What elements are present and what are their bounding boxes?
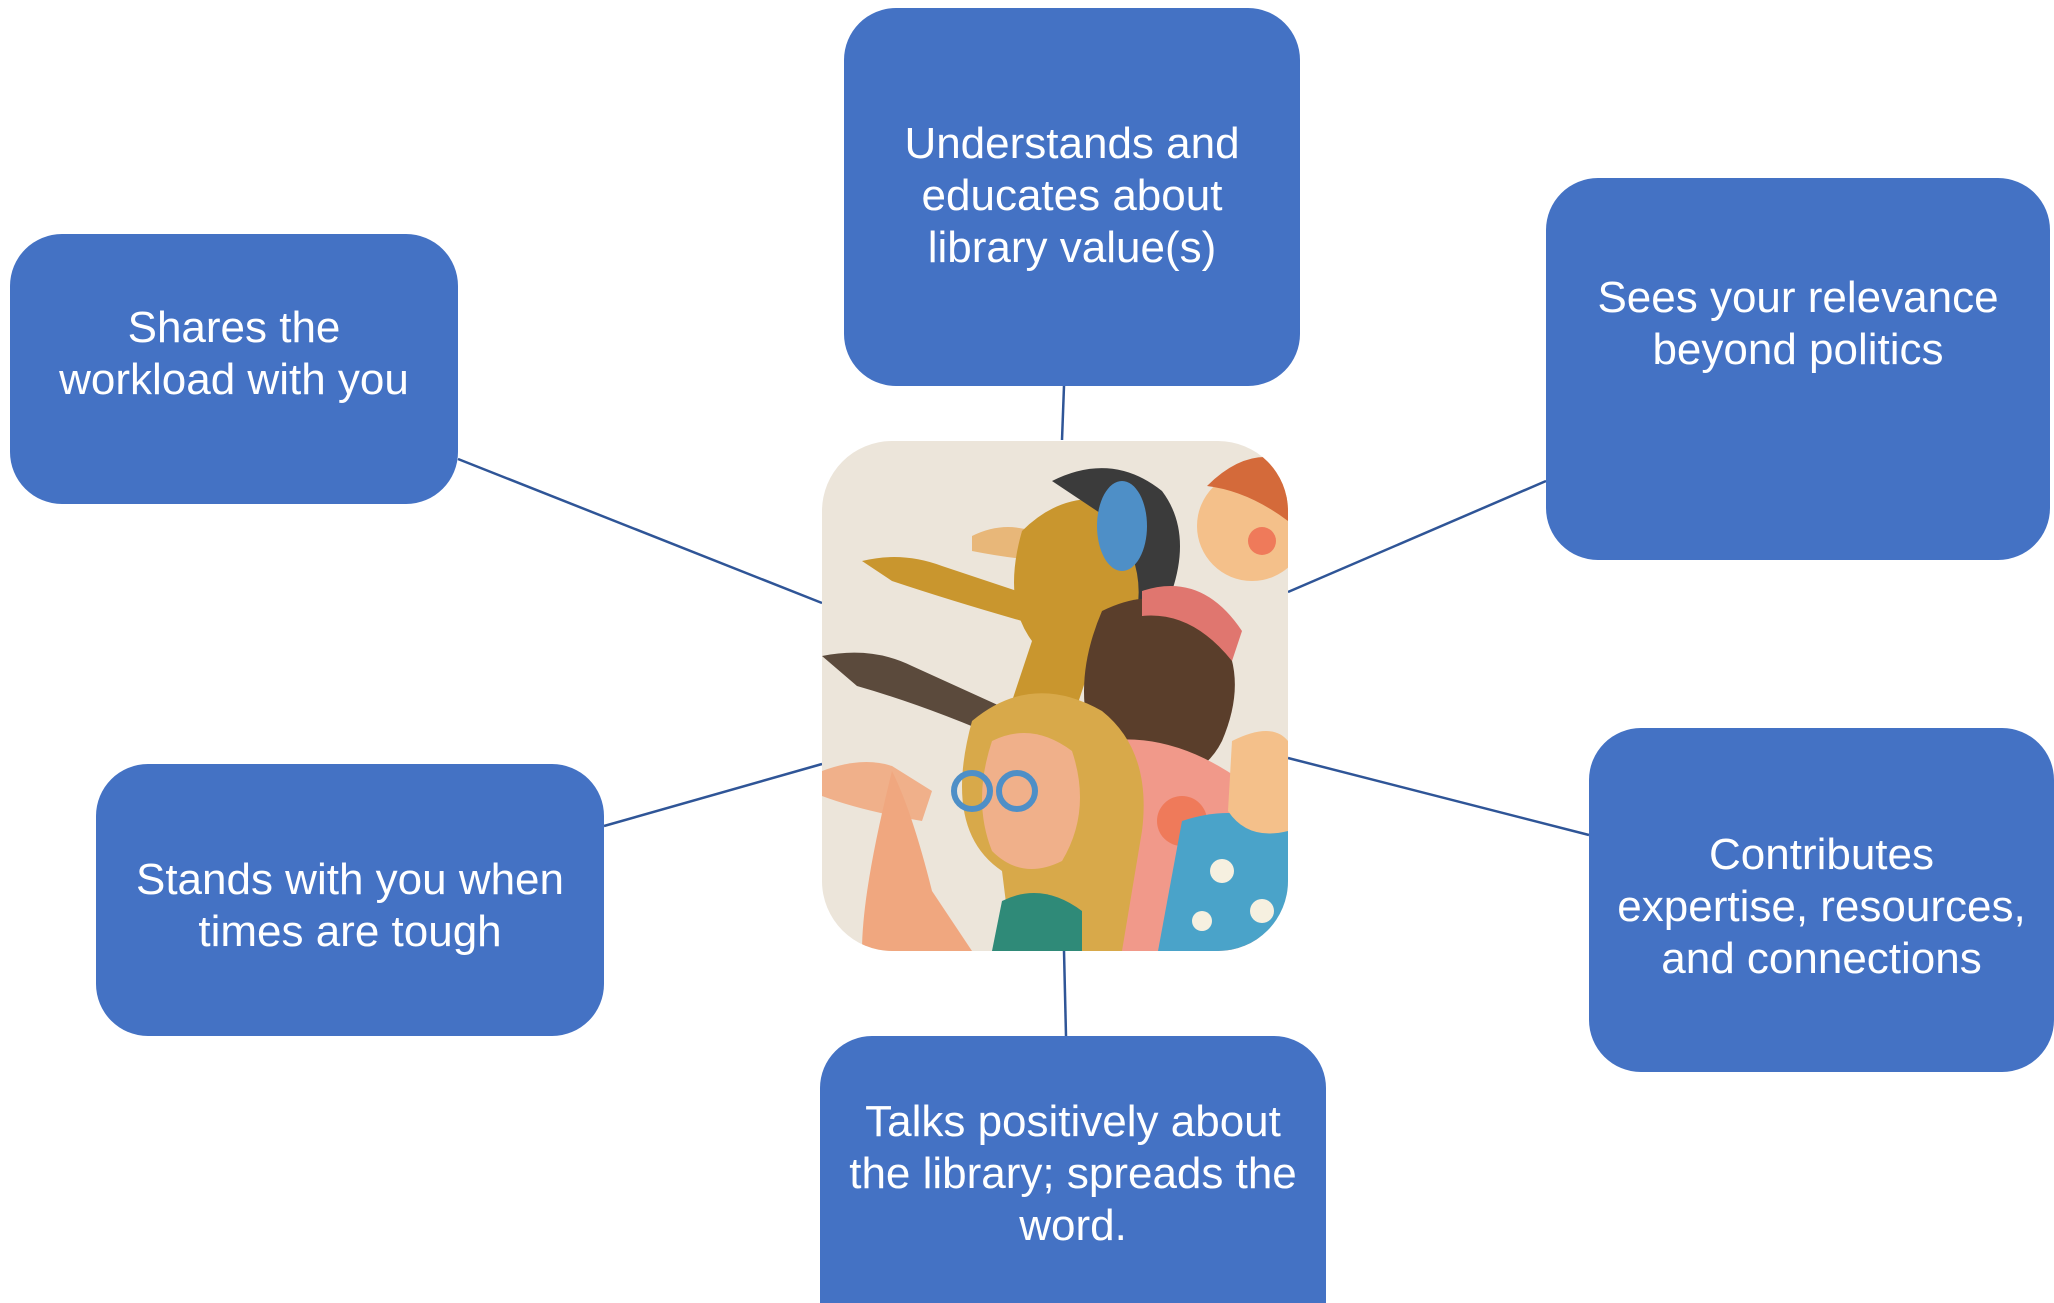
node-right-upper: Sees your relevance beyond politics <box>1546 178 2050 560</box>
hand-icon <box>862 557 1032 621</box>
connector-bottom <box>1062 950 1068 1037</box>
connector-top <box>1060 385 1066 441</box>
connector-left-lower <box>603 762 823 828</box>
center-illustration <box>822 441 1288 951</box>
node-bottom-label: Talks positively about the library; spre… <box>849 1097 1297 1250</box>
node-top-label: Understands and educates about library v… <box>904 119 1240 272</box>
connector-right-lower <box>1287 756 1590 837</box>
connector-left-upper <box>457 457 823 605</box>
node-right-lower: Contributes expertise, resources, and co… <box>1589 728 2054 1072</box>
node-right-lower-label: Contributes expertise, resources, and co… <box>1617 830 2026 983</box>
connector-right-upper <box>1287 479 1547 594</box>
node-left-lower: Stands with you when times are tough <box>96 764 604 1036</box>
node-top: Understands and educates about library v… <box>844 8 1300 386</box>
node-left-lower-label: Stands with you when times are tough <box>135 855 565 956</box>
hand-icon <box>822 652 1022 741</box>
node-left-upper-label: Shares the workload with you <box>59 303 409 404</box>
node-right-upper-label: Sees your relevance beyond politics <box>1597 273 1999 374</box>
node-bottom: Talks positively about the library; spre… <box>820 1036 1326 1303</box>
node-left-upper: Shares the workload with you <box>10 234 458 504</box>
